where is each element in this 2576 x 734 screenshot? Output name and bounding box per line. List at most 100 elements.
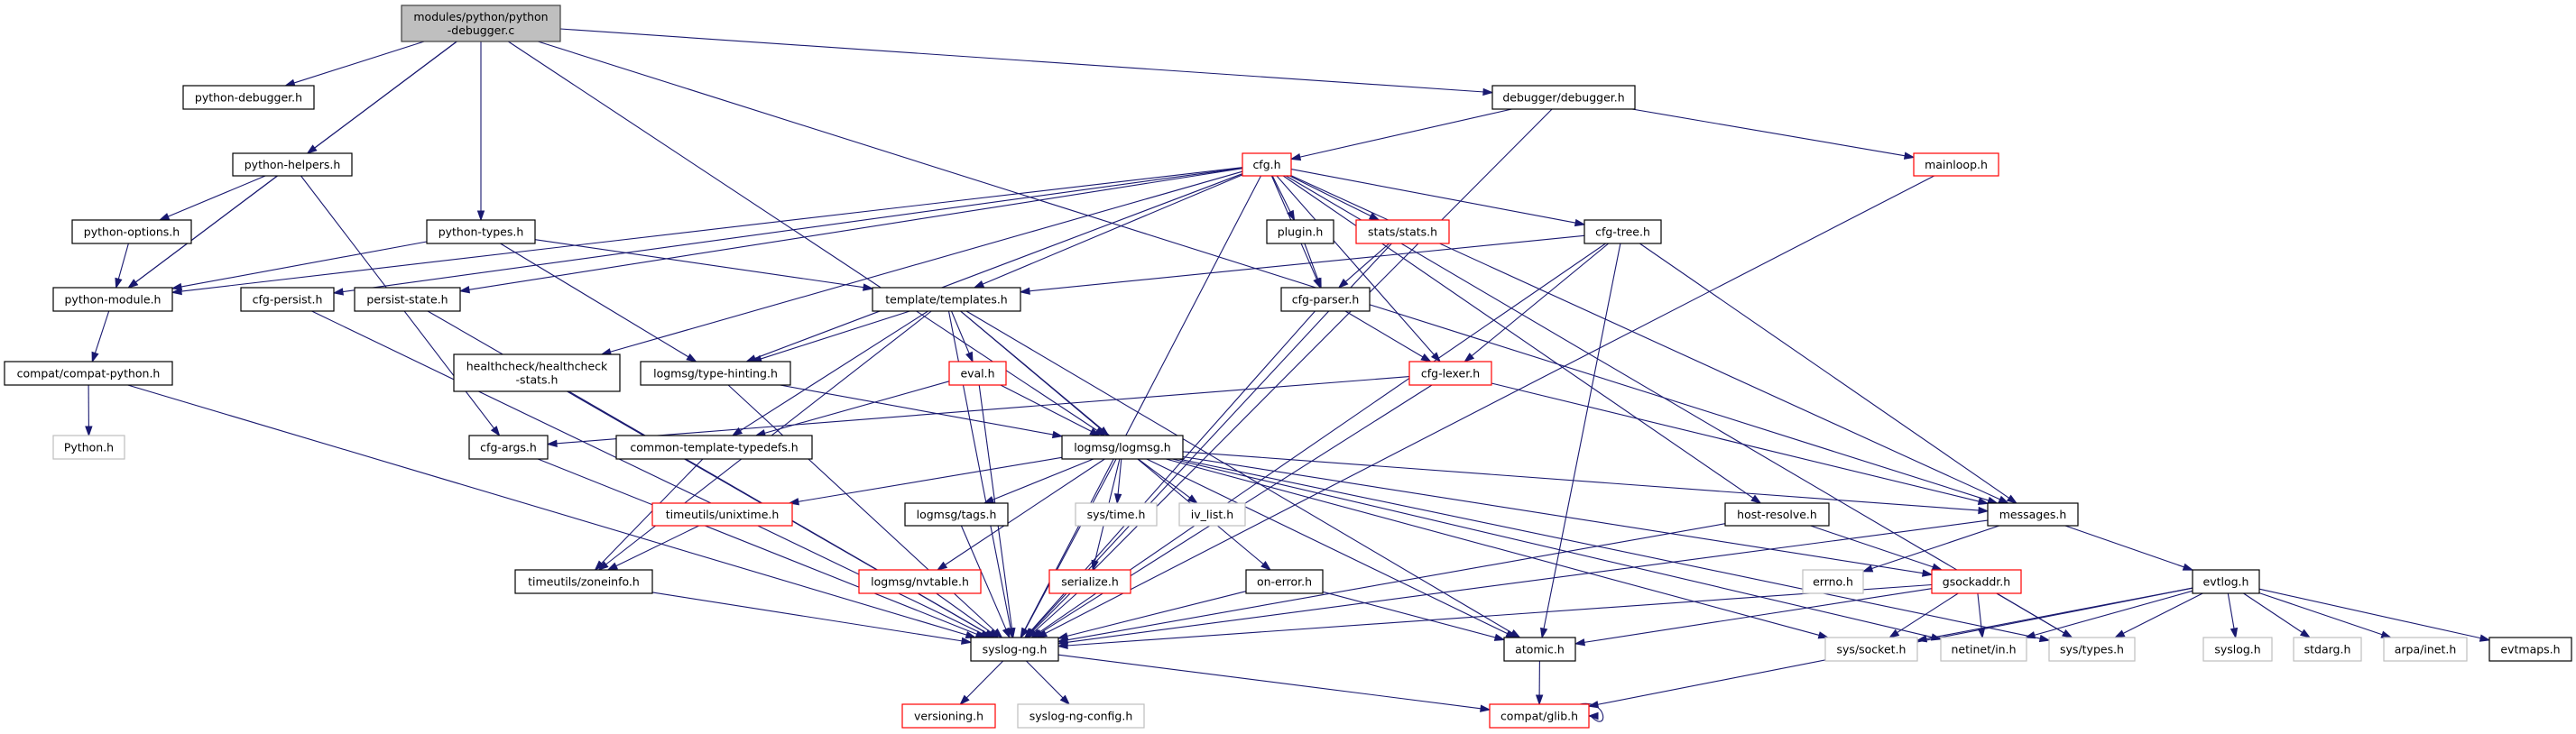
node-serialize[interactable]: serialize.h: [1048, 569, 1131, 594]
node-label: template/templates.h: [885, 293, 1007, 307]
arrowhead-icon: [490, 426, 501, 437]
node-syslog-ng[interactable]: syslog-ng.h: [970, 637, 1059, 662]
node-label: plugin.h: [1278, 225, 1324, 239]
node-python-types[interactable]: python-types.h: [426, 219, 536, 244]
edge-evtlog-to-syslog: [2227, 592, 2235, 630]
node-templates[interactable]: template/templates.h: [872, 287, 1021, 312]
node-type-hinting[interactable]: logmsg/type-hinting.h: [640, 361, 791, 386]
node-label: syslog.h: [2214, 643, 2260, 656]
edge-messages-to-evtlog: [2064, 525, 2185, 568]
node-logmsg[interactable]: logmsg/logmsg.h: [1061, 435, 1184, 460]
arrowhead-icon: [973, 280, 985, 289]
node-stats[interactable]: stats/stats.h: [1355, 219, 1450, 244]
node-python-helpers[interactable]: python-helpers.h: [232, 152, 353, 177]
arrowhead-icon: [1057, 641, 1068, 650]
node-sys-socket[interactable]: sys/socket.h: [1824, 637, 1918, 662]
node-glib[interactable]: compat/glib.h: [1489, 703, 1590, 729]
node-label: timeutils/unixtime.h: [666, 508, 780, 521]
node-atomic[interactable]: atomic.h: [1503, 637, 1576, 662]
arrowhead-icon: [2182, 563, 2194, 571]
node-box: [426, 219, 536, 244]
arrowhead-icon: [606, 562, 619, 571]
edge-cfg-to-healthcheck: [609, 170, 1243, 353]
node-healthcheck[interactable]: healthcheck/healthcheck-stats.h: [453, 353, 621, 392]
node-python-h[interactable]: Python.h: [52, 435, 125, 460]
node-cfg-parser[interactable]: cfg-parser.h: [1280, 287, 1371, 312]
node-python-debugger[interactable]: python-debugger.h: [182, 85, 315, 110]
arrowhead-icon: [2479, 634, 2491, 642]
node-syslog-ng-config[interactable]: syslog-ng-config.h: [1017, 703, 1145, 729]
node-tags[interactable]: logmsg/tags.h: [904, 502, 1009, 527]
node-cfg[interactable]: cfg.h: [1242, 152, 1292, 177]
node-messages[interactable]: messages.h: [1987, 502, 2079, 527]
edge-cfg-to-plugin: [1271, 175, 1291, 214]
edge-templates-to-atomic: [965, 310, 1513, 634]
node-errno[interactable]: errno.h: [1802, 569, 1864, 594]
node-box: [1491, 85, 1636, 110]
arrowhead-icon: [1505, 629, 1518, 638]
node-unixtime[interactable]: timeutils/unixtime.h: [651, 502, 793, 527]
node-plugin[interactable]: plugin.h: [1266, 219, 1334, 244]
node-label: errno.h: [1813, 575, 1853, 589]
node-sys-time[interactable]: sys/time.h: [1075, 502, 1158, 527]
node-label: cfg-tree.h: [1595, 225, 1650, 239]
arrowhead-icon: [1977, 497, 1990, 505]
node-evtmaps[interactable]: evtmaps.h: [2488, 637, 2572, 662]
arrowhead-icon: [85, 426, 93, 437]
node-zoneinfo[interactable]: timeutils/zoneinfo.h: [514, 569, 653, 594]
node-box: [615, 435, 813, 460]
edge-evtlog-to-arpa-inet: [2258, 592, 2384, 636]
node-root[interactable]: modules/python/python-debugger.c: [401, 5, 561, 42]
node-label: sys/types.h: [2060, 643, 2124, 656]
arrowhead-icon: [1998, 495, 2010, 504]
node-eval[interactable]: eval.h: [948, 361, 1007, 386]
edge-unixtime-to-zoneinfo: [614, 525, 699, 567]
arrowhead-icon: [960, 637, 973, 645]
node-evtlog[interactable]: evtlog.h: [2192, 569, 2260, 594]
arrowhead-icon: [1482, 87, 1494, 96]
node-on-error[interactable]: on-error.h: [1245, 569, 1324, 594]
node-iv-list[interactable]: iv_list.h: [1178, 502, 1246, 527]
node-sys-types[interactable]: sys/types.h: [2048, 637, 2136, 662]
node-cfg-lexer[interactable]: cfg-lexer.h: [1408, 361, 1492, 386]
node-box: [1242, 152, 1292, 177]
node-debugger[interactable]: debugger/debugger.h: [1491, 85, 1636, 110]
node-python-module[interactable]: python-module.h: [52, 287, 173, 312]
node-box: [1245, 569, 1324, 594]
node-common-template-typedefs[interactable]: common-template-typedefs.h: [615, 435, 813, 460]
node-compat-python[interactable]: compat/compat-python.h: [4, 361, 173, 386]
node-python-options[interactable]: python-options.h: [71, 219, 192, 244]
node-netinet-in[interactable]: netinet/in.h: [1940, 637, 2027, 662]
arrowhead-icon: [1026, 628, 1038, 639]
node-label: -debugger.c: [448, 23, 515, 37]
node-arpa-inet[interactable]: arpa/inet.h: [2383, 637, 2468, 662]
arrowhead-icon: [127, 279, 139, 289]
node-label: arpa/inet.h: [2395, 643, 2457, 656]
node-persist-state[interactable]: persist-state.h: [354, 287, 461, 312]
node-mainloop[interactable]: mainloop.h: [1913, 152, 1999, 177]
node-cfg-args[interactable]: cfg-args.h: [468, 435, 549, 460]
arrowhead-icon: [1817, 631, 1830, 639]
node-syslog[interactable]: syslog.h: [2202, 637, 2273, 662]
arrowhead-icon: [2380, 630, 2393, 638]
edge-syslog-ng-to-syslog-ng-config: [1026, 660, 1065, 699]
node-box: [2293, 637, 2362, 662]
node-cfg-persist[interactable]: cfg-persist.h: [240, 287, 335, 312]
node-gsockaddr[interactable]: gsockaddr.h: [1931, 569, 2022, 594]
arrowhead-icon: [686, 353, 697, 362]
arrowhead-icon: [1463, 353, 1475, 362]
arrowhead-icon: [1987, 496, 1999, 504]
node-stdarg[interactable]: stdarg.h: [2293, 637, 2362, 662]
node-host-resolve[interactable]: host-resolve.h: [1724, 502, 1830, 527]
arrowhead-icon: [1903, 151, 1916, 160]
node-nvtable[interactable]: logmsg/nvtable.h: [858, 569, 982, 594]
node-versioning[interactable]: versioning.h: [901, 703, 996, 729]
edge-host-resolve-to-gsockaddr: [1810, 525, 1934, 568]
edge-syslog-ng-to-glib: [1057, 654, 1482, 710]
arrowhead-icon: [1019, 287, 1030, 295]
node-cfg-tree[interactable]: cfg-tree.h: [1583, 219, 1662, 244]
edge-gsockaddr-to-atomic: [1583, 588, 1933, 644]
arrowhead-icon: [1368, 212, 1380, 221]
arrowhead-icon: [1289, 152, 1302, 161]
